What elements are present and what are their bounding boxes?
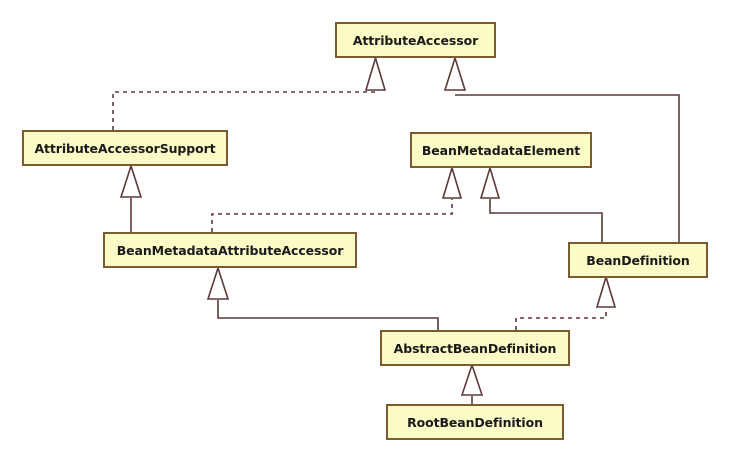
class-node-label: AbstractBeanDefinition xyxy=(393,340,557,356)
edge-abd-implements-definition xyxy=(515,274,617,330)
edge-support-implements-accessor xyxy=(112,55,387,130)
edge-definition-extends-element xyxy=(479,165,603,242)
class-node-bean-metadata-attribute-accessor[interactable]: BeanMetadataAttributeAccessor xyxy=(103,232,357,268)
edge-bmaa-extends-support xyxy=(119,163,143,232)
class-node-bean-metadata-element[interactable]: BeanMetadataElement xyxy=(410,132,592,168)
class-node-label: BeanMetadataAttributeAccessor xyxy=(116,242,344,258)
edge-rbd-extends-abd xyxy=(460,362,484,404)
class-node-label: BeanMetadataElement xyxy=(421,142,581,158)
class-node-bean-definition[interactable]: BeanDefinition xyxy=(568,242,708,278)
edge-abd-extends-bmaa xyxy=(206,265,439,330)
class-node-label: RootBeanDefinition xyxy=(407,414,543,430)
class-node-label: BeanDefinition xyxy=(586,252,690,268)
class-node-attribute-accessor[interactable]: AttributeAccessor xyxy=(335,22,496,58)
edge-bmaa-implements-element xyxy=(211,165,463,232)
class-node-attribute-accessor-support[interactable]: AttributeAccessorSupport xyxy=(22,130,228,166)
edge-definition-extends-accessor xyxy=(443,55,680,242)
class-node-label: AttributeAccessorSupport xyxy=(34,140,216,156)
class-node-label: AttributeAccessor xyxy=(352,32,479,48)
class-node-abstract-bean-definition[interactable]: AbstractBeanDefinition xyxy=(380,330,570,366)
class-node-root-bean-definition[interactable]: RootBeanDefinition xyxy=(386,404,564,440)
